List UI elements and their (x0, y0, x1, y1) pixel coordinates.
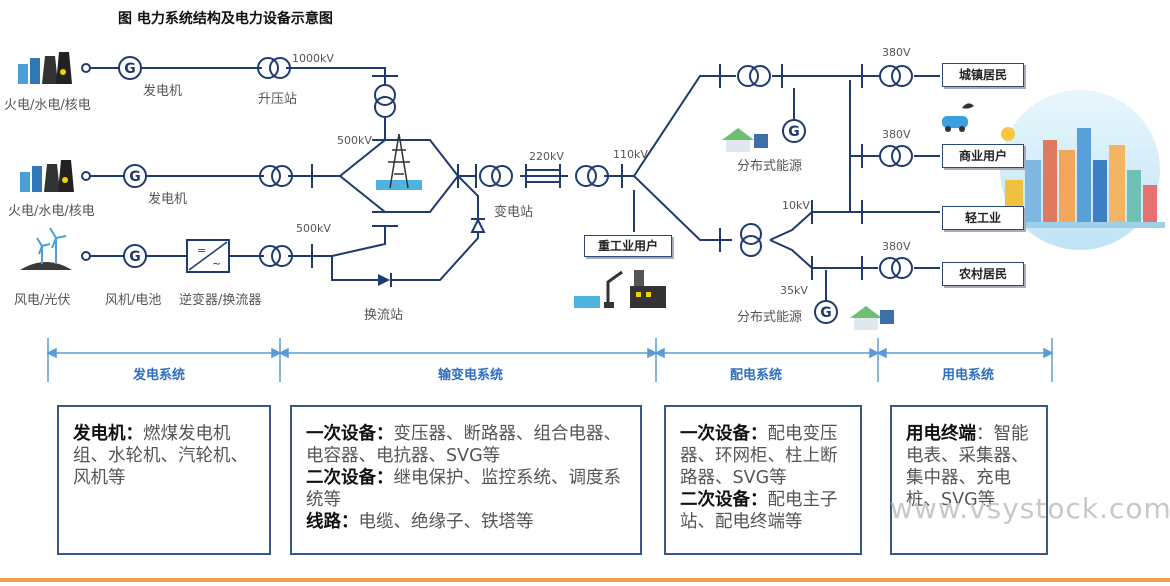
card-transmission: 一次设备：变压器、断路器、组合电器、电容器、电抗器、SVG等 二次设备：继电保护… (290, 405, 642, 555)
system-consumption: 用电系统 (942, 368, 995, 383)
label-rural: 农村居民 (942, 262, 1024, 286)
label-inverter: 逆变器/换流器 (179, 293, 262, 308)
card-trans-1-title: 一次设备： (306, 424, 394, 444)
capacitor-icon-220 (525, 164, 561, 188)
label-generator-3: 风机/电池 (105, 293, 162, 308)
transformer-icon-substation (479, 165, 513, 187)
wind-solar-icon (20, 227, 72, 270)
card-trans-3-text: 电缆、绝缘子、铁塔等 (358, 512, 534, 532)
system-transmission: 输变电系统 (438, 368, 504, 383)
label-step-up: 升压站 (258, 92, 298, 107)
card-gen-title: 发电机： (73, 424, 143, 444)
solar-house-icon-1 (722, 128, 768, 152)
label-generator-1: 发电机 (143, 84, 183, 99)
label-kv-380-b: 380V (882, 128, 911, 141)
card-trans-2-title: 二次设备： (306, 468, 394, 488)
label-kv-220: 220kV (529, 150, 564, 163)
transformer-icon-380-c (879, 257, 913, 279)
diode-icon-substation (470, 217, 486, 233)
generator-icon-distributed-2 (814, 300, 838, 324)
transformer-icon-2 (259, 165, 293, 187)
card-trans-3-title: 线路： (306, 512, 359, 532)
generator-icon-3 (123, 244, 147, 268)
label-substation: 变电站 (494, 205, 534, 220)
card-dist-2-text: 配电主子站、配电终端等 (680, 490, 838, 532)
plant-icon-1 (18, 52, 72, 84)
ev-car-icon (942, 103, 974, 132)
label-distributed-1: 分布式能源 (737, 159, 803, 174)
transformer-icon-dist-1 (737, 65, 771, 87)
system-ranges (46, 338, 1054, 382)
generator-icon-distributed-1 (782, 119, 806, 143)
transformer-icon-380-b (879, 145, 913, 167)
label-heavy-user: 重工业用户 (584, 235, 672, 257)
label-gen-source-3: 风电/光伏 (14, 293, 71, 308)
inverter-icon: = ~ (186, 239, 230, 273)
card-dist-1-text: 配电变压器、环网柜、柱上断路器、SVG等 (680, 424, 838, 488)
city-illustration (990, 90, 1165, 250)
transformer-icon-dist-2 (740, 223, 762, 257)
label-kv-500-b: 500kV (296, 222, 331, 235)
label-kv-380-c: 380V (882, 240, 911, 253)
card-use-text: ：智能电表、采集器、集中器、充电桩、SVG等 (906, 424, 1029, 510)
diagram-title: 图 电力系统结构及电力设备示意图 (118, 11, 333, 27)
generator-icon-2 (123, 164, 147, 188)
transformer-icon-3 (259, 245, 293, 267)
label-gen-source-1: 火电/水电/核电 (4, 98, 91, 113)
card-use-title: 用电终端 (906, 424, 976, 444)
tower-icon (376, 133, 422, 190)
transformer-icon-step-up (257, 57, 291, 79)
label-kv-110: 110kV (613, 148, 648, 161)
label-kv-1000: 1000kV (292, 52, 334, 65)
svg-text:=: = (197, 244, 206, 257)
watermark: www.vsystock.com (890, 492, 1170, 525)
label-urban: 城镇居民 (942, 63, 1024, 87)
card-gen-text: 燃煤发电机组、水轮机、汽轮机、风机等 (73, 424, 248, 488)
factory-icon (574, 270, 666, 308)
diode-icon-converter (378, 273, 392, 287)
generator-icon-1 (118, 56, 142, 80)
plant-icon-2 (20, 160, 74, 192)
card-consumption: 用电终端：智能电表、采集器、集中器、充电桩、SVG等 (890, 405, 1048, 555)
bottom-divider (0, 578, 1170, 582)
card-generation: 发电机：燃煤发电机组、水轮机、汽轮机、风机等 (57, 405, 271, 555)
system-generation: 发电系统 (133, 368, 186, 383)
system-distribution: 配电系统 (730, 368, 783, 383)
distribution-lines (604, 64, 940, 300)
svg-text:~: ~ (212, 257, 221, 270)
card-trans-1-text: 变压器、断路器、组合电器、电容器、电抗器、SVG等 (306, 424, 621, 466)
label-light-industry: 轻工业 (942, 206, 1024, 230)
solar-house-icon-2 (850, 306, 894, 330)
label-kv-380-a: 380V (882, 46, 911, 59)
label-kv-35: 35kV (780, 284, 808, 297)
card-distribution: 一次设备：配电变压器、环网柜、柱上断路器、SVG等 二次设备：配电主子站、配电终… (664, 405, 862, 555)
transformer-icon-vertical (374, 84, 396, 118)
label-kv-10: 10kV (782, 199, 810, 212)
transformer-icon-380-a (879, 65, 913, 87)
card-trans-2-text: 继电保护、监控系统、调度系统等 (306, 468, 621, 510)
label-kv-500-a: 500kV (337, 134, 372, 147)
label-distributed-2: 分布式能源 (737, 310, 803, 325)
card-dist-1-title: 一次设备： (680, 424, 768, 444)
card-dist-2-title: 二次设备： (680, 490, 768, 510)
label-commercial: 商业用户 (942, 144, 1024, 168)
label-generator-2: 发电机 (148, 192, 188, 207)
transformer-icon-110 (575, 165, 609, 187)
power-system-diagram: G (18, 52, 1165, 382)
label-converter: 换流站 (364, 308, 404, 323)
label-gen-source-2: 火电/水电/核电 (8, 204, 95, 219)
